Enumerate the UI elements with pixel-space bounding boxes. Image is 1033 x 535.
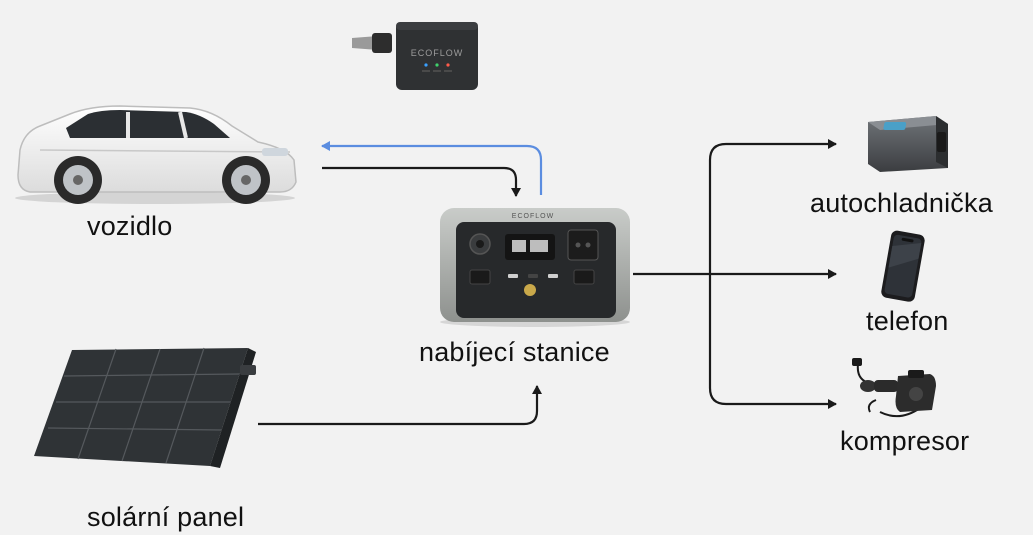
power-station-icon: ECOFLOW <box>440 208 630 327</box>
arrow-to-compressor <box>708 274 837 409</box>
fridge-label: autochladnička <box>810 188 993 218</box>
solar-panel-label: solární panel <box>87 502 245 532</box>
arrow-solar-to-station <box>258 385 542 426</box>
arrow-to-fridge <box>708 139 837 274</box>
car-icon <box>15 105 297 204</box>
phone-icon <box>881 230 925 302</box>
phone-label: telefon <box>866 306 949 336</box>
solar-panel-icon <box>34 347 256 468</box>
air-compressor-icon <box>852 358 936 418</box>
arrow-station-to-vehicle <box>321 141 543 195</box>
car-charger-icon: ECOFLOW <box>352 22 478 90</box>
car-charger-brand: ECOFLOW <box>411 48 464 58</box>
arrow-vehicle-to-station <box>322 166 521 197</box>
station-label: nabíjecí stanice <box>419 337 610 367</box>
compressor-label: kompresor <box>840 426 970 456</box>
vehicle-label: vozidlo <box>87 211 173 241</box>
car-fridge-icon <box>868 116 948 172</box>
station-brand: ECOFLOW <box>512 213 554 220</box>
connection-arrows <box>258 139 837 426</box>
